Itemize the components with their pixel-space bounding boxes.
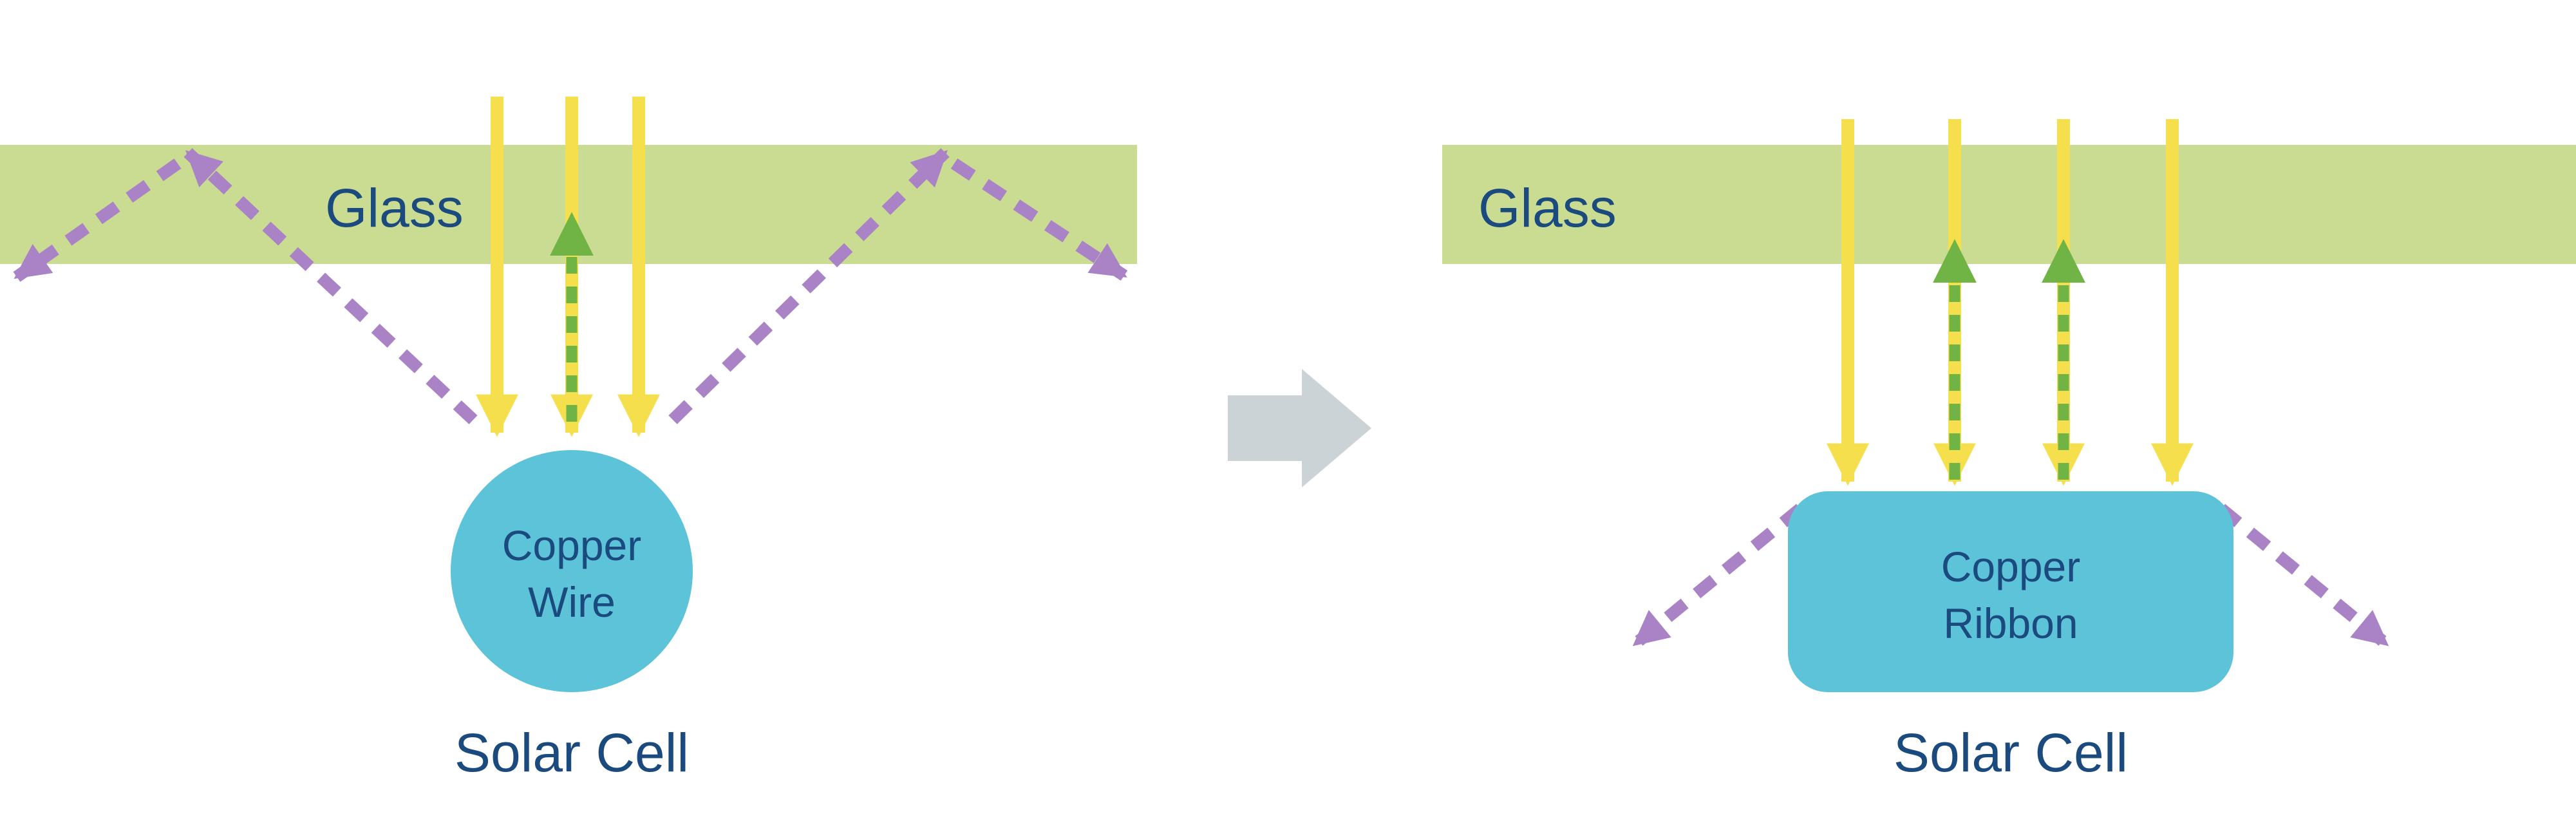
scattered-ray-down-right-icon xyxy=(2217,504,2391,649)
copper-wire-label-line2: Wire xyxy=(528,578,616,626)
copper-ribbon-label-line1: Copper xyxy=(1941,543,2080,590)
glass-layer xyxy=(1442,145,2576,264)
escaping-ray-right-icon xyxy=(950,158,1128,281)
transition-arrow-icon xyxy=(1228,369,1371,487)
solar-cell-label-left: Solar Cell xyxy=(455,722,689,783)
glass-label: Glass xyxy=(325,178,464,238)
copper-wire-label-line1: Copper xyxy=(502,522,641,569)
copper-wire-shape xyxy=(451,450,693,692)
scattered-ray-down-left-icon xyxy=(1631,504,1805,649)
solar-cell-label-right: Solar Cell xyxy=(1894,722,2128,783)
left-panel: Glass Copper Wire Solar Cell xyxy=(0,97,1137,783)
glass-label: Glass xyxy=(1478,178,1617,238)
scattered-ray-up-left-icon xyxy=(183,148,478,424)
copper-ribbon-shape xyxy=(1788,491,2233,692)
scattered-ray-up-right-icon xyxy=(668,148,950,424)
escaping-ray-left-icon xyxy=(13,158,182,282)
copper-ribbon-label-line2: Ribbon xyxy=(1943,599,2078,647)
right-panel: Glass Copper Ribbon Solar Cell xyxy=(1442,119,2576,783)
